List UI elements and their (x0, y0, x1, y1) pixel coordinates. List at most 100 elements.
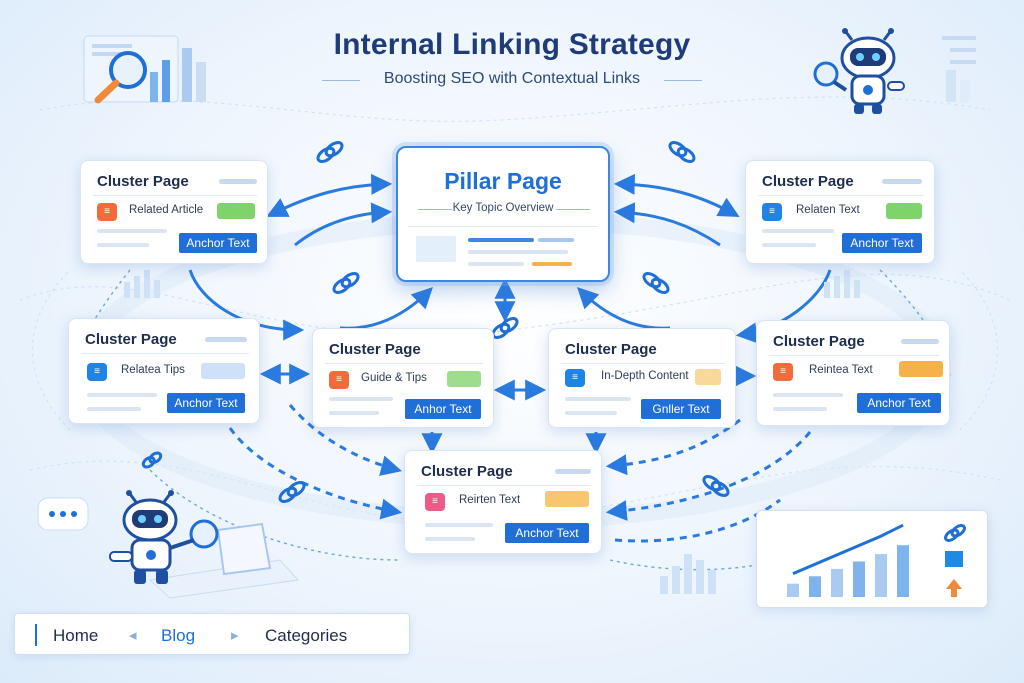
related-link[interactable]: Related Article (129, 204, 204, 216)
anchor-text-button[interactable]: Gnller Text (641, 399, 721, 419)
title-line (882, 179, 922, 184)
text-line (425, 537, 475, 541)
highlight-chip (886, 203, 922, 219)
highlight-chip (695, 369, 721, 385)
chevron-right-icon: ▸ (231, 627, 239, 644)
trend-line (792, 523, 904, 576)
anchor-text-button[interactable]: Anchor Text (505, 523, 589, 543)
related-link[interactable]: Relaten Text (796, 204, 860, 216)
document-icon: ≡ (329, 371, 349, 389)
pillar-page-title: Pillar Page (444, 168, 562, 194)
breadcrumb-blog-link[interactable]: Blog (161, 626, 196, 645)
anchor-text-button[interactable]: Anchor Text (857, 393, 941, 413)
subtitle-rule-right (664, 80, 702, 81)
text-line (565, 411, 617, 415)
cluster-card-title: Cluster Page (762, 173, 854, 190)
highlight-chip (545, 491, 589, 507)
growth-bar (831, 568, 843, 597)
cluster-card-center-left[interactable]: Cluster Page ≡ Guide & Tips Anhor Text (312, 328, 494, 428)
pillar-line (532, 262, 572, 266)
cluster-card-center-right[interactable]: Cluster Page ≡ In-Depth Content Gnller T… (548, 328, 736, 428)
growth-bar (787, 583, 799, 597)
related-link[interactable]: Reirten Text (459, 494, 521, 506)
growth-chart (787, 523, 966, 597)
growth-chart-panel (756, 510, 988, 608)
chevron-left-icon: ◂ (129, 627, 137, 644)
document-thumbnail-icon (416, 236, 456, 262)
pillar-subtitle-rule-left (418, 209, 452, 210)
subtitle-rule-left (322, 80, 360, 81)
decorative-bars (124, 270, 860, 594)
text-line (773, 393, 843, 397)
breadcrumb-categories-link[interactable]: Categories (265, 626, 348, 645)
page-title: Internal Linking Strategy (333, 28, 691, 61)
magnifier-chart-illustration (83, 35, 206, 104)
text-line (329, 411, 379, 415)
robot-top-right-illustration (813, 28, 976, 114)
related-link[interactable]: Relatea Tips (121, 364, 185, 376)
cluster-card-top-left[interactable]: Cluster Page ≡ Related Article Anchor Te… (80, 160, 268, 264)
pillar-line (468, 262, 524, 266)
document-icon: ≡ (97, 203, 117, 221)
document-icon: ≡ (565, 369, 585, 387)
card-divider (769, 355, 939, 356)
document-icon: ≡ (762, 203, 782, 221)
text-line (425, 523, 493, 527)
related-link[interactable]: Guide & Tips (361, 372, 427, 384)
growth-bar (897, 545, 909, 597)
cluster-card-bottom[interactable]: Cluster Page ≡ Reirten Text Anchor Text (404, 450, 602, 554)
chain-link-icons (141, 141, 730, 503)
pillar-subtitle-rule-right (556, 209, 590, 210)
breadcrumb-accent-bar (35, 624, 37, 646)
cluster-card-title: Cluster Page (97, 173, 189, 190)
text-line (97, 229, 167, 233)
anchor-text-button[interactable]: Anchor Text (179, 233, 257, 253)
cluster-card-mid-left[interactable]: Cluster Page ≡ Relatea Tips Anchor Text (68, 318, 260, 424)
card-divider (561, 363, 725, 364)
cluster-card-title: Cluster Page (85, 331, 177, 348)
cluster-card-title: Cluster Page (329, 341, 421, 358)
cluster-card-title: Cluster Page (565, 341, 657, 358)
title-line (555, 469, 591, 474)
title-line (219, 179, 257, 184)
breadcrumb: Home ◂ Blog ▸ Categories (14, 613, 410, 655)
growth-bar (853, 561, 865, 597)
pillar-line (538, 238, 574, 242)
text-line (773, 407, 827, 411)
card-divider (93, 195, 257, 196)
text-line (565, 397, 631, 401)
related-link[interactable]: In-Depth Content (601, 370, 689, 382)
pillar-divider (408, 226, 598, 227)
robot-bottom-left-illustration (37, 490, 300, 599)
highlight-chip (899, 361, 943, 377)
pillar-page-card[interactable]: Pillar Page Key Topic Overview (396, 146, 610, 282)
chain-link-icon (944, 524, 966, 542)
cluster-card-mid-right[interactable]: Cluster Page ≡ Reintea Text Anchor Text (756, 320, 950, 426)
pillar-line (468, 250, 568, 254)
growth-bar (875, 554, 887, 597)
highlight-chip (201, 363, 245, 379)
breadcrumb-home-link[interactable]: Home (53, 626, 99, 645)
text-line (762, 229, 834, 233)
related-link[interactable]: Reintea Text (809, 364, 873, 376)
anchor-text-button[interactable]: Anchor Text (167, 393, 245, 413)
card-divider (81, 353, 249, 354)
pillar-line (468, 238, 534, 242)
anchor-text-button[interactable]: Anchor Text (842, 233, 922, 253)
anchor-text-button[interactable]: Anhor Text (405, 399, 481, 419)
document-icon: ≡ (425, 493, 445, 511)
card-divider (758, 195, 924, 196)
text-line (329, 397, 393, 401)
title-line (901, 339, 939, 344)
document-icon: ≡ (87, 363, 107, 381)
title-line (205, 337, 247, 342)
document-icon: ≡ (773, 363, 793, 381)
card-divider (325, 363, 483, 364)
cluster-card-top-right[interactable]: Cluster Page ≡ Relaten Text Anchor Text (745, 160, 935, 264)
text-line (87, 393, 157, 397)
cluster-card-title: Cluster Page (773, 333, 865, 350)
highlight-chip (447, 371, 481, 387)
text-line (87, 407, 141, 411)
text-line (97, 243, 149, 247)
